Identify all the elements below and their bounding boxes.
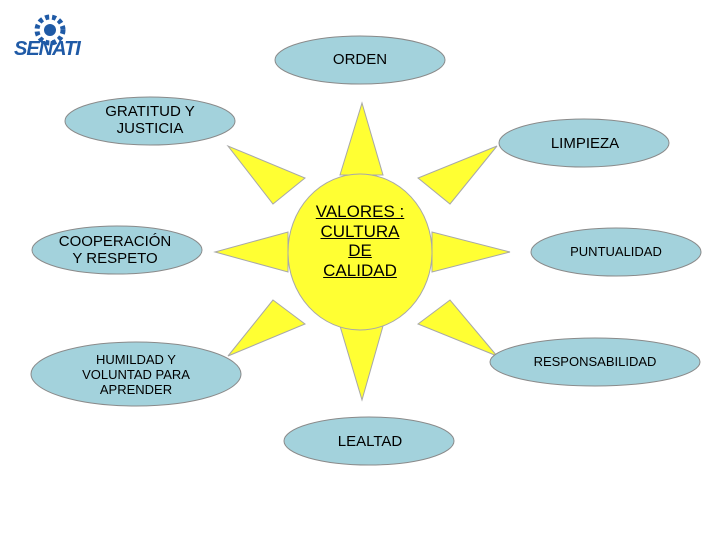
- ray-right: [431, 231, 511, 273]
- ray-top-right: [417, 145, 498, 205]
- senati-logo: SENATI: [14, 38, 81, 60]
- center-label: VALORES : CULTURA DE CALIDAD: [315, 202, 405, 280]
- label-limpieza: LIMPIEZA: [550, 135, 620, 152]
- label-humildad: HUMILDAD Y VOLUNTAD PARA APRENDER: [82, 352, 190, 397]
- ray-bottom-right: [416, 299, 498, 357]
- oval-puntualidad: [530, 227, 702, 277]
- oval-responsabilidad: [489, 337, 701, 387]
- label-responsabilidad: RESPONSABILIDAD: [533, 354, 657, 369]
- oval-lealtad: [283, 416, 455, 466]
- ray-top-left: [226, 144, 306, 205]
- ray-top: [339, 101, 384, 176]
- label-gratitud: GRATITUD Y JUSTICIA: [105, 103, 195, 138]
- label-orden: ORDEN: [332, 51, 388, 68]
- oval-humildad: [30, 341, 242, 407]
- label-cooperacion: COOPERACIÓN Y RESPETO: [58, 233, 172, 268]
- oval-limpieza: [498, 118, 670, 168]
- ray-bottom-left: [227, 299, 307, 357]
- ray-bottom: [339, 325, 384, 402]
- ray-left: [213, 231, 289, 273]
- oval-gratitud: [64, 96, 236, 146]
- oval-orden: [274, 35, 446, 85]
- oval-cooperacion: [31, 225, 203, 275]
- label-puntualidad: PUNTUALIDAD: [570, 244, 662, 259]
- sun-center: [287, 173, 433, 331]
- label-lealtad: LEALTAD: [337, 433, 403, 450]
- senati-gear-icon: [34, 14, 66, 46]
